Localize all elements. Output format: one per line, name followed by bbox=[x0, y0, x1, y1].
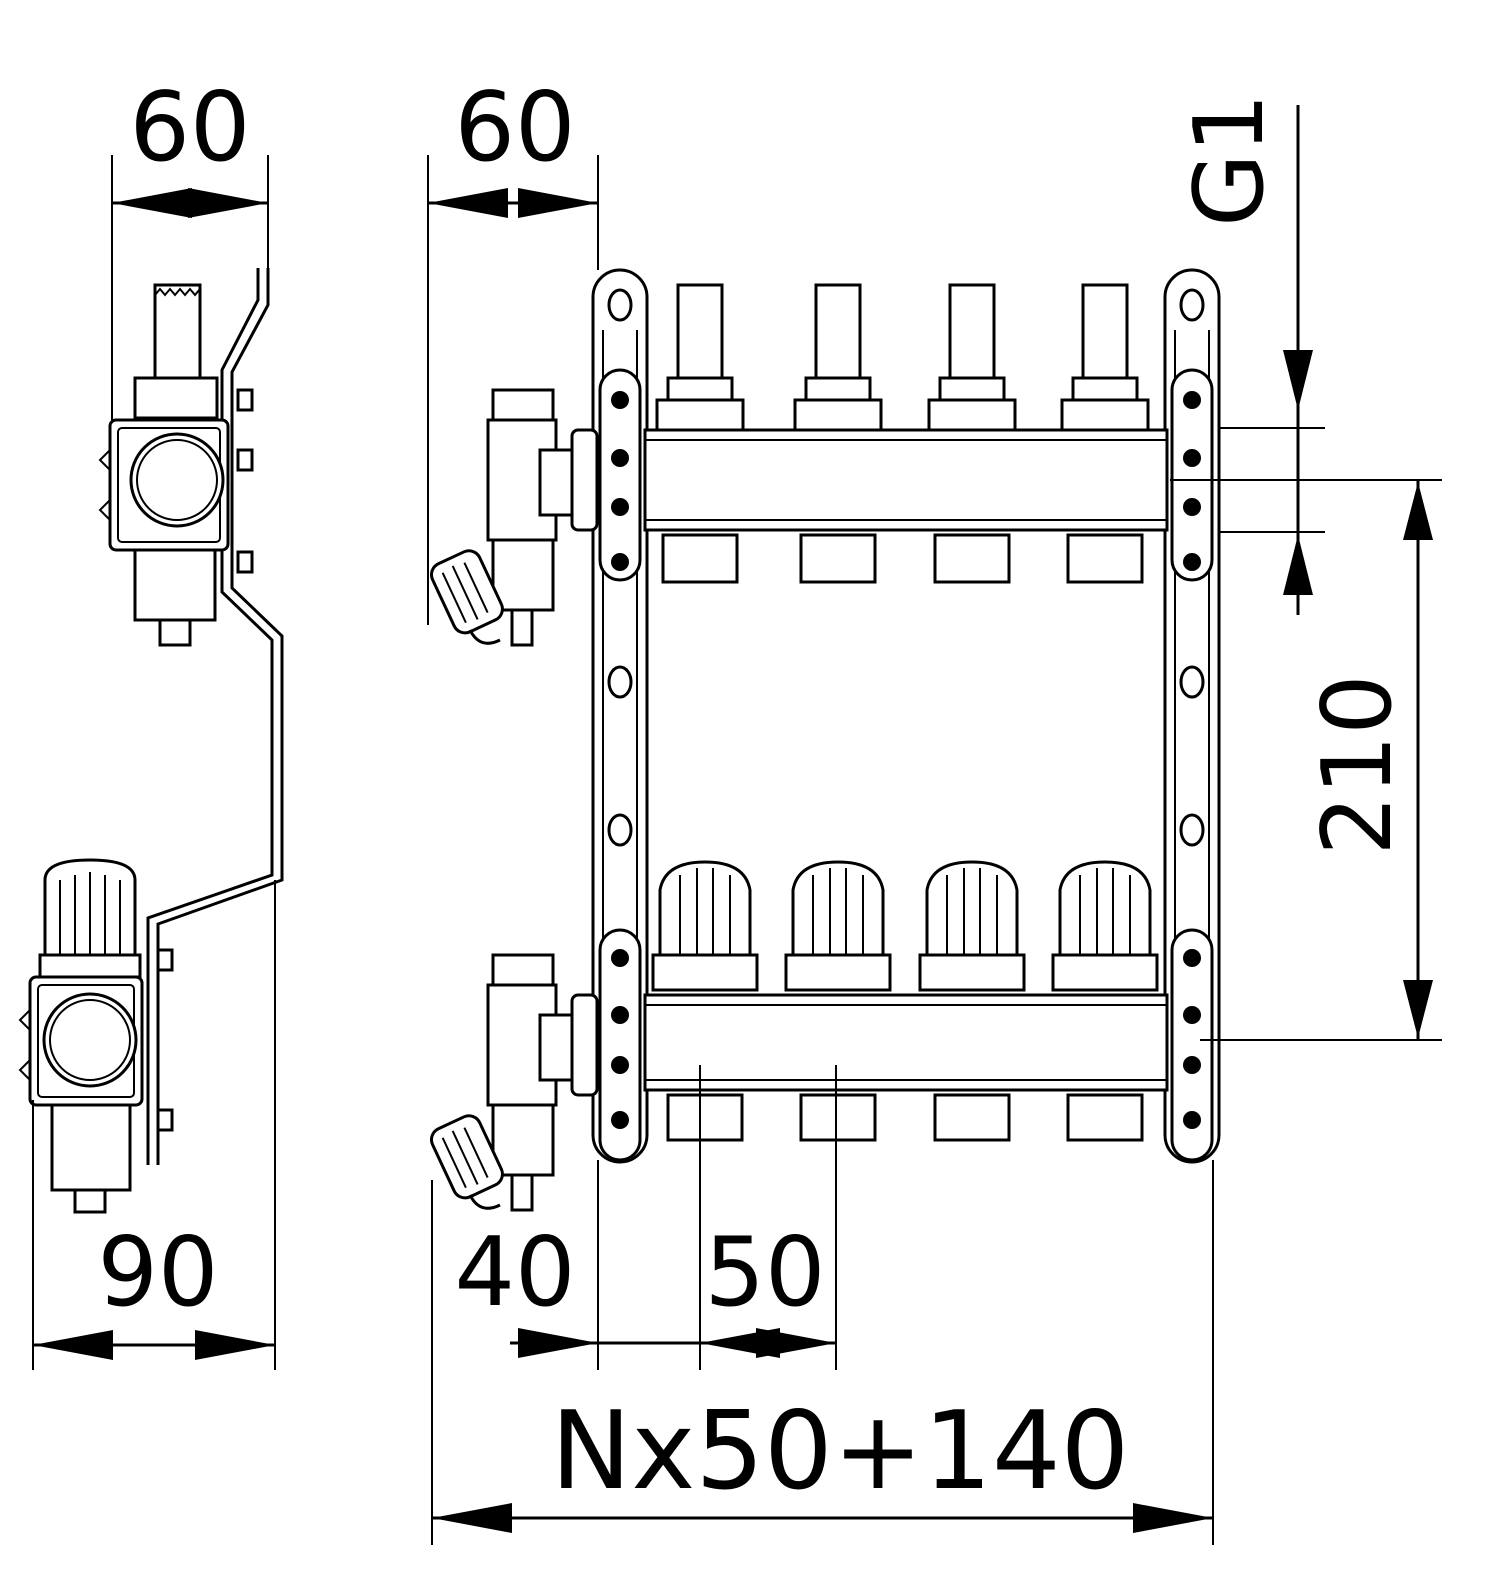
dim-40-label: 40 bbox=[455, 1218, 576, 1328]
flowmeters bbox=[655, 283, 1150, 584]
dim-40-50: 40 50 bbox=[455, 1065, 837, 1370]
dim-side-top: 60 bbox=[111, 73, 269, 420]
dim-total-label: Nx50+140 bbox=[551, 1389, 1130, 1514]
end-valve-bottom bbox=[429, 953, 599, 1212]
dim-210: 210 bbox=[1170, 479, 1442, 1041]
valve-caps bbox=[651, 860, 1159, 1142]
dim-50-label: 50 bbox=[705, 1218, 826, 1328]
front-view bbox=[429, 268, 1221, 1212]
dim-60-front: 60 bbox=[455, 73, 576, 183]
dim-side-bottom: 90 bbox=[32, 880, 276, 1370]
dim-90: 90 bbox=[98, 1218, 219, 1328]
dim-front-60: 60 bbox=[427, 73, 599, 625]
dim-60-side: 60 bbox=[130, 73, 251, 183]
side-view bbox=[18, 268, 284, 1214]
end-valve-top bbox=[429, 388, 599, 647]
dim-total: Nx50+140 bbox=[431, 1160, 1214, 1545]
dim-g1-label: G1 bbox=[1175, 93, 1285, 227]
dim-210-label: 210 bbox=[1303, 674, 1413, 855]
dim-g1: G1 bbox=[1175, 93, 1325, 615]
